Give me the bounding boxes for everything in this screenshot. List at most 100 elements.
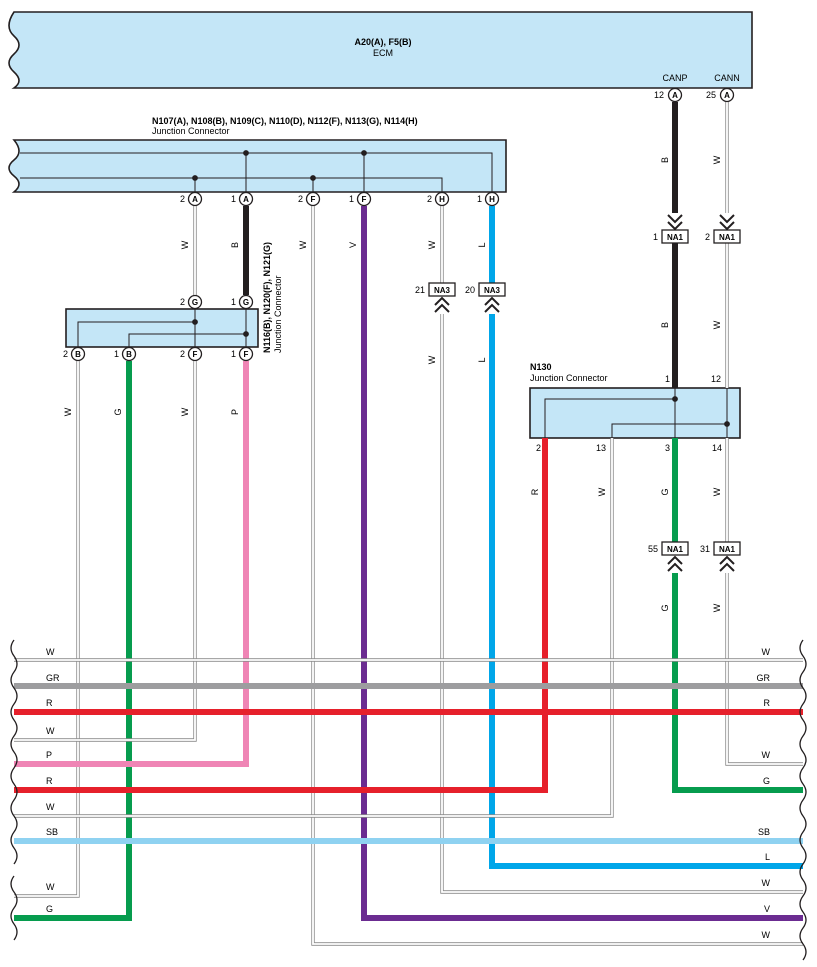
svg-text:F: F bbox=[311, 195, 316, 204]
svg-text:2: 2 bbox=[180, 297, 185, 307]
svg-text:R: R bbox=[764, 698, 771, 708]
inline-label: NA3 bbox=[484, 286, 501, 295]
pin-letter: A bbox=[724, 91, 730, 100]
wire-violet bbox=[361, 206, 803, 921]
svg-text:L: L bbox=[477, 242, 487, 247]
svg-text:W: W bbox=[762, 647, 771, 657]
svg-text:W: W bbox=[427, 355, 437, 364]
svg-text:B: B bbox=[126, 350, 132, 359]
svg-text:SB: SB bbox=[758, 827, 770, 837]
svg-text:B: B bbox=[660, 157, 670, 163]
inline-pin: 31 bbox=[700, 544, 710, 554]
svg-text:12: 12 bbox=[711, 374, 721, 384]
svg-text:B: B bbox=[230, 242, 240, 248]
svg-text:F: F bbox=[193, 350, 198, 359]
svg-text:A: A bbox=[243, 195, 249, 204]
svg-text:F: F bbox=[244, 350, 249, 359]
jc2-name: Junction Connector bbox=[273, 275, 283, 353]
inline-label: NA1 bbox=[667, 545, 684, 554]
svg-text:F: F bbox=[362, 195, 367, 204]
svg-text:1: 1 bbox=[665, 374, 670, 384]
svg-text:P: P bbox=[230, 409, 240, 415]
bus-labels-left: W GR R W P R W SB W G bbox=[46, 647, 60, 914]
svg-text:G: G bbox=[113, 408, 123, 415]
svg-text:1: 1 bbox=[477, 194, 482, 204]
svg-text:W: W bbox=[597, 487, 607, 496]
inline-label: NA1 bbox=[719, 233, 736, 242]
ecm-connectors: A20(A), F5(B) bbox=[354, 37, 411, 47]
svg-text:H: H bbox=[439, 195, 445, 204]
svg-text:G: G bbox=[660, 488, 670, 495]
svg-text:W: W bbox=[712, 603, 722, 612]
svg-text:W: W bbox=[46, 726, 55, 736]
junction-connector-2 bbox=[65, 308, 259, 348]
break-marks bbox=[10, 639, 807, 961]
svg-text:G: G bbox=[660, 604, 670, 611]
jc2-internal-lines bbox=[77, 309, 249, 347]
svg-text:1: 1 bbox=[231, 194, 236, 204]
svg-text:14: 14 bbox=[712, 443, 722, 453]
cann-label: CANN bbox=[714, 73, 740, 83]
svg-text:1: 1 bbox=[349, 194, 354, 204]
svg-text:V: V bbox=[764, 904, 770, 914]
svg-text:GR: GR bbox=[46, 673, 60, 683]
canp-label: CANP bbox=[662, 73, 687, 83]
pin-letter: A bbox=[672, 91, 678, 100]
svg-text:1: 1 bbox=[231, 349, 236, 359]
pin-number: 25 bbox=[706, 90, 716, 100]
svg-text:2: 2 bbox=[298, 194, 303, 204]
connector-titles: A20(A), F5(B) ECM CANP CANN N107(A), N10… bbox=[152, 37, 740, 383]
svg-text:13: 13 bbox=[596, 443, 606, 453]
svg-text:W: W bbox=[762, 878, 771, 888]
svg-text:1: 1 bbox=[231, 297, 236, 307]
inline-pin: 55 bbox=[648, 544, 658, 554]
jc1-name: Junction Connector bbox=[152, 126, 230, 136]
svg-text:R: R bbox=[46, 776, 53, 786]
svg-text:V: V bbox=[348, 242, 358, 248]
wires bbox=[14, 102, 803, 946]
inline-pin: 1 bbox=[653, 232, 658, 242]
svg-text:W: W bbox=[180, 240, 190, 249]
inline-label: NA3 bbox=[434, 286, 451, 295]
svg-text:2: 2 bbox=[63, 349, 68, 359]
n130-pin-numbers: 1 12 2 13 3 14 bbox=[536, 374, 722, 453]
svg-text:R: R bbox=[46, 698, 53, 708]
svg-text:1: 1 bbox=[114, 349, 119, 359]
wire-green-right bbox=[672, 438, 803, 793]
svg-text:A: A bbox=[192, 195, 198, 204]
inline-pin: 2 bbox=[705, 232, 710, 242]
n130-id: N130 bbox=[530, 362, 552, 372]
svg-text:H: H bbox=[489, 195, 495, 204]
junction-connector-1 bbox=[8, 139, 507, 193]
ecm-connector bbox=[8, 11, 753, 89]
svg-text:R: R bbox=[530, 488, 540, 495]
svg-text:W: W bbox=[63, 407, 73, 416]
svg-text:G: G bbox=[192, 298, 198, 307]
svg-text:L: L bbox=[765, 852, 770, 862]
inline-connectors: NA1 NA1 NA3 NA3 NA1 NA1 1 2 21 20 55 31 bbox=[415, 229, 741, 556]
pin-circles: A 12 A 25 A 2 A 1 F 2 F 1 H 2 H 1 G 2 G … bbox=[63, 87, 735, 362]
svg-text:W: W bbox=[712, 320, 722, 329]
n130-internal-lines bbox=[544, 388, 730, 438]
inline-pin: 20 bbox=[465, 285, 475, 295]
svg-text:2: 2 bbox=[180, 194, 185, 204]
svg-text:2: 2 bbox=[536, 443, 541, 453]
svg-text:SB: SB bbox=[46, 827, 58, 837]
wire-pink bbox=[14, 361, 249, 767]
junction-connector-n130 bbox=[529, 387, 741, 439]
ecm-name: ECM bbox=[373, 48, 393, 58]
svg-text:W: W bbox=[46, 647, 55, 657]
svg-text:W: W bbox=[46, 882, 55, 892]
wire-blue bbox=[489, 206, 803, 869]
inline-arrows bbox=[432, 213, 737, 573]
svg-text:W: W bbox=[712, 487, 722, 496]
wire-green-left bbox=[14, 361, 132, 921]
n130-name: Junction Connector bbox=[530, 373, 608, 383]
svg-text:W: W bbox=[427, 240, 437, 249]
jc2-connectors: N116(B), N120(F), N121(G) bbox=[262, 242, 272, 353]
svg-text:G: G bbox=[243, 298, 249, 307]
svg-text:P: P bbox=[46, 750, 52, 760]
wire-color-codes: B W B W W B W V W L W L W G W P R W G W … bbox=[63, 155, 722, 612]
jc1-connectors: N107(A), N108(B), N109(C), N110(D), N112… bbox=[152, 116, 418, 126]
